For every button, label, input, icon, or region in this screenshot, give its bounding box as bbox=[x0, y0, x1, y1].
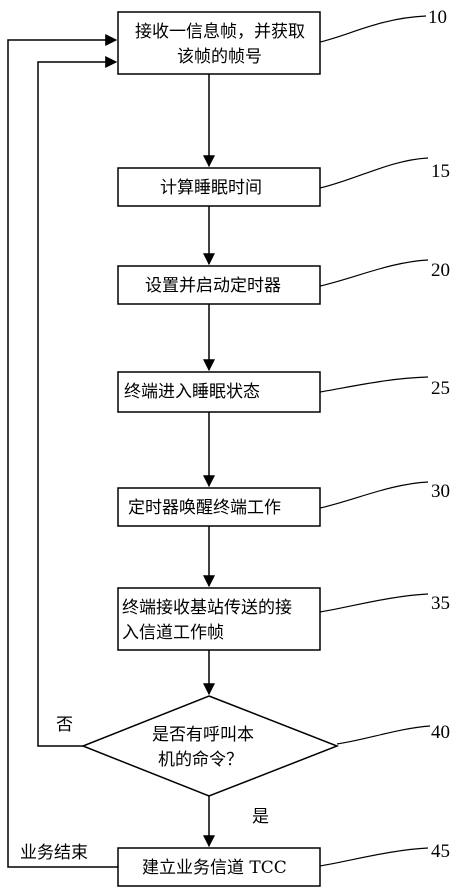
step-15-number: 15 bbox=[431, 161, 450, 182]
step-30-label: 定时器唤醒终端工作 bbox=[128, 498, 281, 518]
step-20-number: 20 bbox=[431, 260, 450, 281]
step-25-label: 终端进入睡眠状态 bbox=[124, 382, 260, 402]
step-35-leader bbox=[319, 593, 429, 613]
step-10-line-1: 接收一信息帧，并获取 bbox=[135, 22, 305, 42]
step-15-leader bbox=[319, 157, 429, 189]
step-45-number: 45 bbox=[431, 841, 450, 862]
arrow-no-loop bbox=[37, 56, 118, 747]
step-20-leader bbox=[319, 259, 429, 287]
step-15-label: 计算睡眠时间 bbox=[160, 178, 262, 198]
step-30-number: 30 bbox=[431, 481, 450, 502]
step-25-box bbox=[117, 371, 321, 413]
decision-40-diamond bbox=[80, 695, 340, 797]
step-40-leader bbox=[336, 725, 431, 745]
step-20-box bbox=[117, 265, 321, 305]
step-25-leader bbox=[319, 376, 429, 393]
step-45-box bbox=[117, 847, 321, 887]
step-35-line-1: 终端接收基站传送的接 bbox=[122, 598, 292, 618]
yes-label: 是 bbox=[252, 807, 269, 827]
step-10-line-2: 该帧的帧号 bbox=[177, 47, 262, 67]
decision-40-line-2: 机的命令？ bbox=[158, 750, 243, 770]
step-30-box bbox=[117, 487, 321, 527]
no-label: 否 bbox=[56, 715, 73, 735]
step-10-leader bbox=[319, 15, 427, 43]
service-end-label: 业务结束 bbox=[20, 843, 88, 863]
step-25-number: 25 bbox=[431, 378, 450, 399]
decision-40-line-1: 是否有呼叫本 bbox=[152, 725, 254, 745]
arrow-service-end-loop bbox=[7, 34, 118, 868]
step-45-label: 建立业务信道 TCC bbox=[142, 858, 287, 878]
step-40-number: 40 bbox=[431, 722, 450, 743]
step-10-number: 10 bbox=[428, 7, 447, 28]
step-45-leader bbox=[319, 847, 429, 867]
step-20-label: 设置并启动定时器 bbox=[145, 276, 281, 296]
step-15-box bbox=[117, 167, 321, 207]
step-10-box bbox=[117, 11, 321, 75]
step-35-number: 35 bbox=[431, 593, 450, 614]
step-30-leader bbox=[319, 481, 429, 509]
step-35-box bbox=[117, 587, 321, 651]
step-35-line-2: 入信道工作帧 bbox=[122, 623, 224, 643]
